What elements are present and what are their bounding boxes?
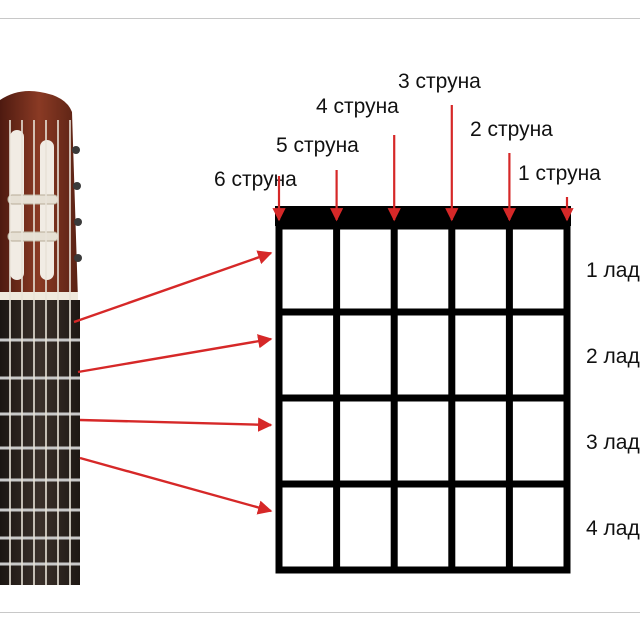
string-label-4: 4 струна — [316, 95, 399, 118]
tuner-roller-lower — [7, 231, 59, 242]
fret-label-3: 3 лад — [586, 431, 640, 454]
headstock-slot-left — [10, 130, 24, 280]
fret-label-2: 2 лад — [586, 345, 640, 368]
headstock-slot-right — [40, 140, 54, 280]
chord-grid — [275, 206, 571, 574]
top-border-line — [0, 18, 640, 19]
fret-labels: 1 лад 2 лад 3 лад 4 лад — [586, 259, 640, 540]
string-label-5: 5 струна — [276, 134, 359, 157]
fret-arrows — [73, 250, 273, 515]
string-label-6: 6 струна — [214, 168, 297, 191]
fret-arrow-2 — [77, 334, 273, 374]
guitar-nut — [0, 292, 78, 300]
tuner-peg — [74, 218, 82, 226]
bottom-border-line — [0, 612, 640, 613]
grid-nut-bar — [275, 206, 571, 226]
fret-arrow-4 — [79, 456, 273, 515]
fretboard — [0, 300, 80, 585]
string-label-2: 2 струна — [470, 118, 553, 141]
fret-arrow-1 — [73, 250, 273, 324]
fret-label-1: 1 лад — [586, 259, 640, 282]
tuner-peg — [73, 182, 81, 190]
tuner-peg — [72, 146, 80, 154]
fret-arrow-3 — [79, 417, 273, 432]
tuner-peg — [74, 254, 82, 262]
fret-label-4: 4 лад — [586, 517, 640, 540]
fretboard-frets — [0, 338, 80, 566]
string-label-1: 1 струна — [518, 162, 601, 185]
tuner-roller-upper — [7, 194, 59, 205]
string-label-3: 3 струна — [398, 70, 481, 93]
fretboard-strings — [9, 120, 71, 585]
guitar-headstock-icon — [0, 91, 82, 585]
